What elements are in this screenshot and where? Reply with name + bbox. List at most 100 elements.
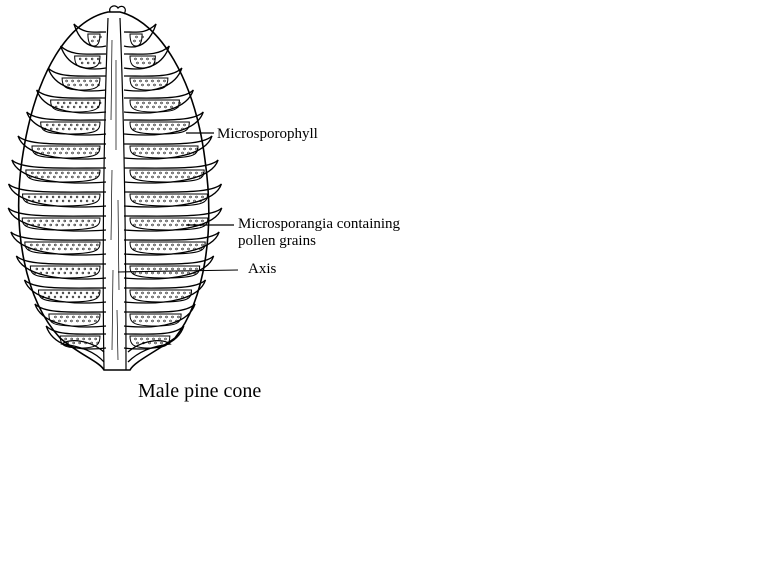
pollen-grain	[169, 151, 172, 155]
pollen-grain	[146, 57, 149, 61]
pollen-grain	[91, 199, 95, 203]
pollen-grain	[153, 291, 156, 295]
pollen-grain	[30, 243, 33, 247]
pollen-grain	[61, 291, 65, 295]
pollen-grain	[163, 127, 166, 131]
pollen-grain	[159, 219, 162, 223]
pollen-grain	[73, 199, 77, 203]
pollen-grain	[57, 219, 60, 223]
pollen-grain	[85, 291, 89, 295]
pollen-grain	[142, 101, 145, 105]
label-microsporophyll: Microsporophyll	[217, 126, 318, 142]
microsporangium	[25, 169, 101, 183]
pollen-grain	[49, 199, 53, 203]
pollen-grain	[91, 83, 94, 87]
pollen-grain	[43, 147, 46, 151]
pollen-grain	[165, 267, 168, 271]
pollen-grain	[139, 151, 142, 155]
cone-axis	[102, 17, 127, 371]
pollen-grain	[147, 291, 150, 295]
pollen-grain	[55, 199, 59, 203]
pollen-grain	[92, 61, 96, 65]
pollen-grain	[84, 57, 88, 61]
pollen-grain	[159, 315, 162, 319]
pollen-grain	[201, 171, 204, 175]
pollen-grain	[163, 79, 166, 83]
pollen-grain	[54, 243, 57, 247]
label-axis: Axis	[248, 261, 277, 277]
pollen-grain	[163, 175, 166, 179]
pollen-grain	[88, 123, 91, 127]
pollen-grain	[141, 35, 144, 39]
pollen-grain	[65, 175, 68, 179]
pollen-grain	[159, 243, 162, 247]
pollen-grain	[135, 83, 138, 87]
microsporangium	[29, 265, 101, 279]
pollen-grain	[59, 267, 63, 271]
pollen-grain	[187, 151, 190, 155]
pollen-grain	[79, 199, 83, 203]
pollen-grain	[45, 195, 49, 199]
pollen-grain	[57, 195, 61, 199]
pollen-grain	[43, 291, 47, 295]
pollen-grain	[195, 267, 198, 271]
pollen-grain	[95, 295, 99, 299]
pollen-grain	[73, 83, 76, 87]
pollen-grain	[61, 223, 64, 227]
pollen-grain	[201, 195, 204, 199]
pollen-grain	[95, 79, 98, 83]
pollen-grain	[133, 79, 136, 83]
pollen-grain	[66, 105, 70, 109]
pollen-grain	[70, 247, 73, 251]
pollen-grain	[193, 151, 196, 155]
pollen-grain	[175, 247, 178, 251]
pollen-grain	[189, 267, 192, 271]
microsporangium	[24, 241, 101, 255]
pollen-grain	[151, 79, 154, 83]
pollen-grain	[95, 175, 98, 179]
pollen-grain	[82, 247, 85, 251]
pollen-grain	[189, 147, 192, 151]
pollen-grain	[27, 219, 30, 223]
pollen-grain	[70, 337, 73, 341]
pollen-grain	[25, 199, 29, 203]
pollen-grain	[153, 243, 156, 247]
pollen-grain	[141, 243, 144, 247]
pollen-grain	[56, 101, 60, 105]
pollen-grain	[97, 83, 100, 87]
pollen-grain	[33, 195, 37, 199]
microsporangium	[129, 33, 143, 47]
pollen-grain	[181, 295, 184, 299]
pollen-grain	[157, 319, 160, 323]
pollen-grain	[41, 151, 44, 155]
pollen-grain	[49, 223, 52, 227]
pollen-grain	[46, 247, 49, 251]
microsporophyll-scale	[47, 67, 107, 92]
pollen-grain	[76, 247, 79, 251]
pollen-grain	[79, 223, 82, 227]
pollen-grain	[63, 219, 66, 223]
pollen-grain	[50, 127, 53, 131]
pollen-grain	[199, 175, 202, 179]
pollen-grain	[75, 271, 79, 275]
pollen-grain	[71, 267, 75, 271]
pollen-grain	[141, 195, 144, 199]
pollen-grain	[77, 79, 80, 83]
pollen-grain	[58, 247, 61, 251]
pollen-grain	[78, 315, 81, 319]
microsporangium	[129, 145, 199, 159]
pollen-grain	[141, 83, 144, 87]
pollen-grain	[33, 271, 37, 275]
pollen-grain	[65, 151, 68, 155]
pollen-grain	[189, 243, 192, 247]
pollen-grain	[164, 105, 167, 109]
pollen-grain	[199, 199, 202, 203]
cone-apex	[109, 5, 126, 15]
pollen-grain	[69, 271, 73, 275]
pollen-grain	[55, 223, 58, 227]
pollen-grain	[139, 175, 142, 179]
pollen-grain	[177, 123, 180, 127]
pollen-grain	[42, 243, 45, 247]
pollen-grain	[170, 105, 173, 109]
